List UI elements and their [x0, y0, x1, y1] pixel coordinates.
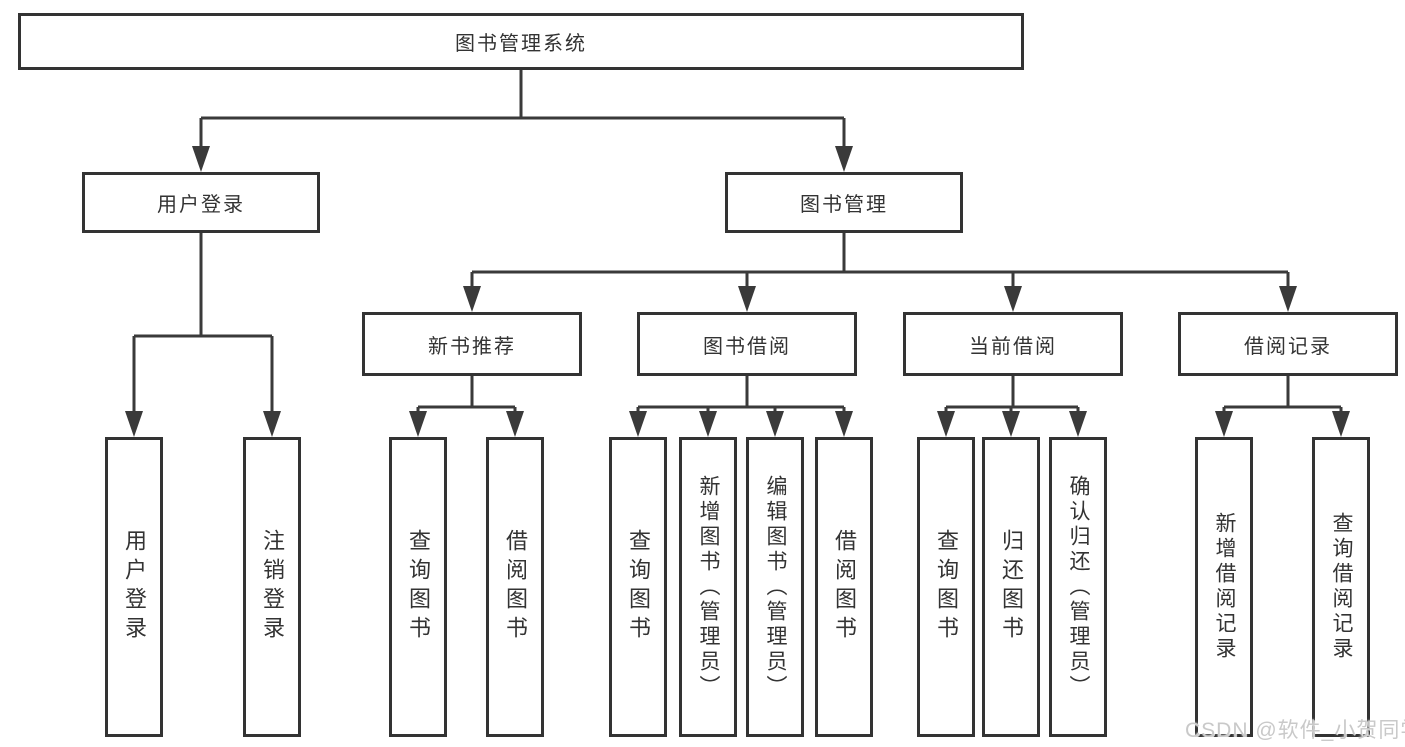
- node-new-book-recommend: 新书推荐: [362, 312, 582, 376]
- node-library-management-system: 图书管理系统: [18, 13, 1024, 70]
- leaf-user-login: 用户登录: [105, 437, 163, 737]
- leaf-query-books-recommend: 查询图书: [389, 437, 447, 737]
- leaf-edit-book-admin: 编辑图书（管理员）: [746, 437, 804, 737]
- leaf-borrow-books: 借阅图书: [815, 437, 873, 737]
- leaf-return-book: 归还图书: [982, 437, 1040, 737]
- node-book-management: 图书管理: [725, 172, 963, 233]
- leaf-logout: 注销登录: [243, 437, 301, 737]
- node-book-borrow: 图书借阅: [637, 312, 857, 376]
- leaf-borrow-books-recommend: 借阅图书: [486, 437, 544, 737]
- node-user-login: 用户登录: [82, 172, 320, 233]
- leaf-query-books-current: 查询图书: [917, 437, 975, 737]
- leaf-query-borrow-record: 查询借阅记录: [1312, 437, 1370, 737]
- node-borrow-records: 借阅记录: [1178, 312, 1398, 376]
- node-current-borrow: 当前借阅: [903, 312, 1123, 376]
- leaf-add-book-admin: 新增图书（管理员）: [679, 437, 737, 737]
- watermark: CSDN @软件_小贺同学: [1185, 719, 1405, 742]
- leaf-query-books-borrow: 查询图书: [609, 437, 667, 737]
- leaf-add-borrow-record: 新增借阅记录: [1195, 437, 1253, 737]
- leaf-confirm-return-admin: 确认归还（管理员）: [1049, 437, 1107, 737]
